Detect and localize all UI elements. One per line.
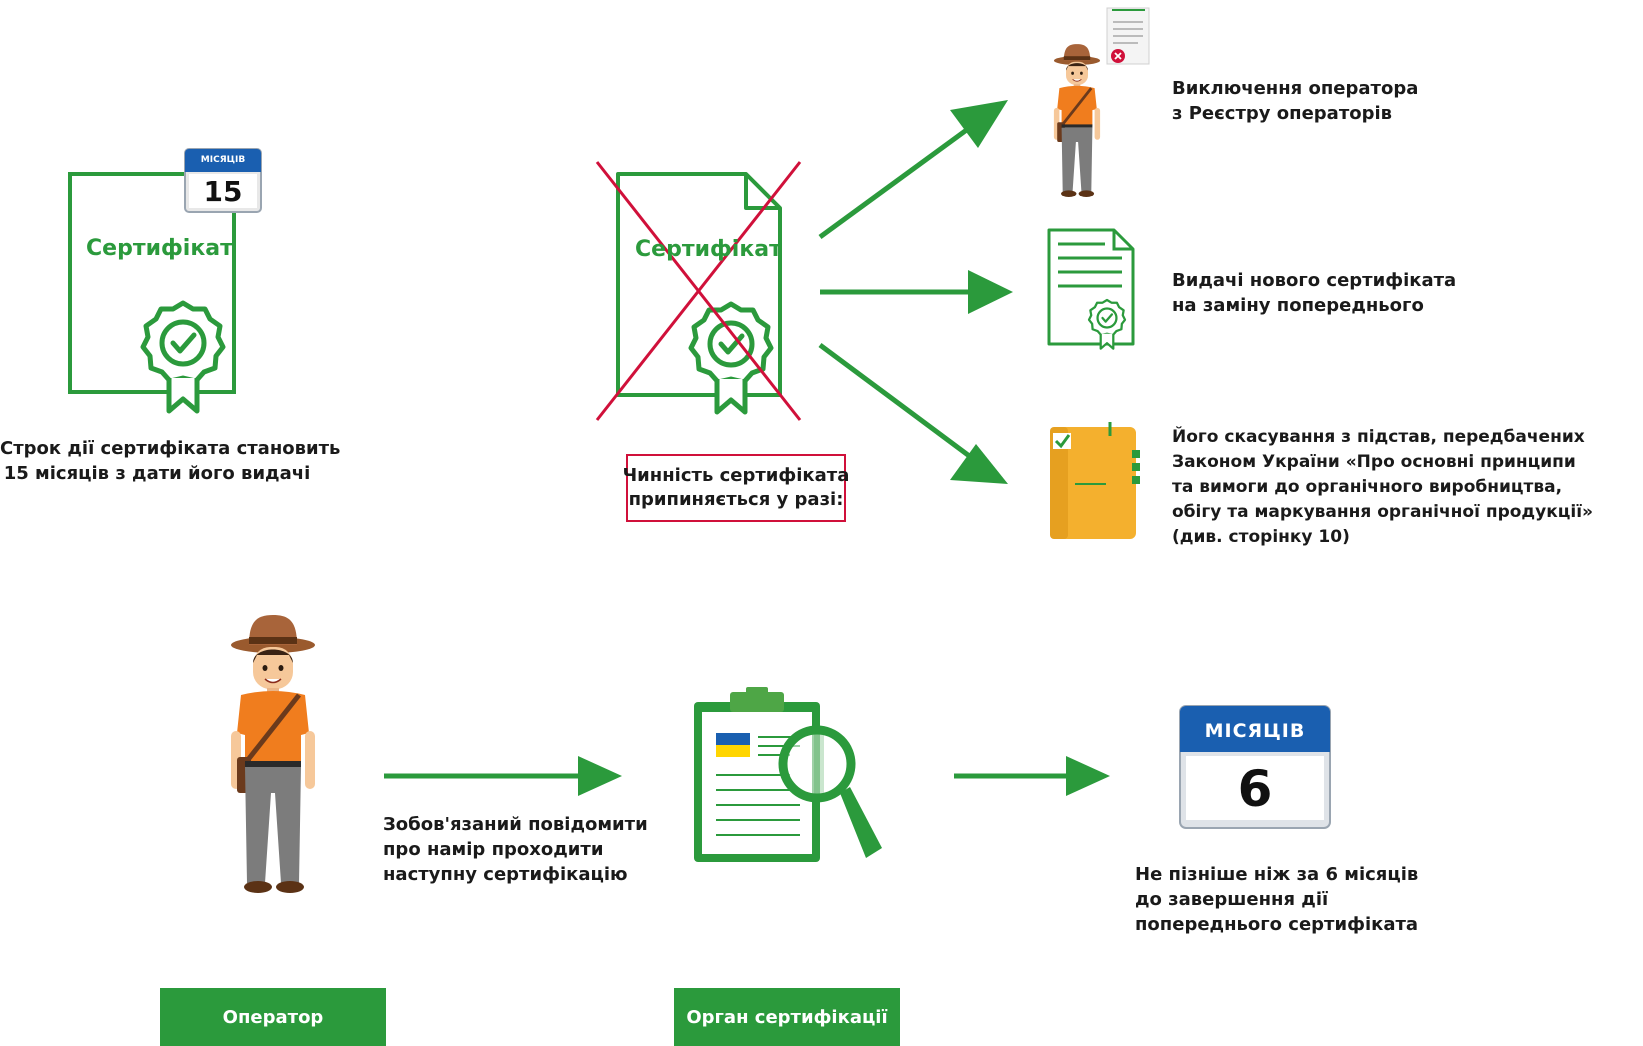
cross-out-lines <box>595 161 802 421</box>
outcome-line: обігу та маркування органічної продукції… <box>1172 502 1594 522</box>
obligation-caption: Зобов'язаний повідомити про намір проход… <box>383 812 648 887</box>
deadline-line: до завершення дії <box>1135 889 1329 910</box>
calendar-header: МІСЯЦІВ <box>200 155 246 165</box>
calendar-icon <box>184 148 262 213</box>
caption-line: 15 місяців з дати його видачі <box>3 463 311 484</box>
outcome-cancellation: Його скасування з підстав, передбачених … <box>1172 425 1593 550</box>
certificate-title: Сертифікат <box>86 236 233 261</box>
certificate-title: Сертифікат <box>635 237 782 262</box>
outcome-line: Його скасування з підстав, передбачених <box>1172 427 1585 447</box>
outcome-line: (див. сторінку 10) <box>1172 527 1350 547</box>
outcome-line: з Реєстру операторів <box>1172 103 1393 124</box>
outcome-exclusion: Виключення оператора з Реєстру операторі… <box>1172 76 1418 126</box>
obligation-line: Зобов'язаний повідомити <box>383 814 648 835</box>
clipboard-magnifier-icon <box>694 687 882 862</box>
termination-line: припиняється у разі: <box>628 489 844 510</box>
arrow-icon <box>818 100 1008 240</box>
arrow-icon <box>954 756 1110 796</box>
deadline-caption: Не пізніше ніж за 6 місяців до завершенн… <box>1135 862 1418 937</box>
certificate-validity-caption: Строк дії сертифіката становить 15 місяц… <box>0 436 341 486</box>
outcome-line: Виключення оператора <box>1172 78 1419 99</box>
outcome-line: на заміну попереднього <box>1172 295 1424 316</box>
obligation-line: про намір проходити <box>383 839 604 860</box>
calendar-number: 15 <box>203 175 243 208</box>
folder-icon <box>1050 422 1140 539</box>
operator-label: Оператор <box>160 988 386 1046</box>
rosette-icon <box>143 303 223 411</box>
calendar-icon <box>1179 705 1331 829</box>
new-certificate-icon <box>1047 228 1135 350</box>
operator-person-icon <box>1052 42 1102 199</box>
ukraine-flag-icon <box>716 733 750 757</box>
calendar-number: 6 <box>1237 760 1273 818</box>
deadline-line: Не пізніше ніж за 6 місяців <box>1135 864 1419 885</box>
deadline-line: попереднього сертифіката <box>1135 914 1419 935</box>
caption-line: Строк дії сертифіката становить <box>0 438 341 459</box>
calendar-header: МІСЯЦІВ <box>1204 720 1306 742</box>
arrow-icon <box>818 342 1008 484</box>
certification-body-label: Орган сертифікації <box>674 988 900 1046</box>
outcome-new-certificate: Видачі нового сертифіката на заміну попе… <box>1172 268 1456 318</box>
arrow-icon <box>820 270 1013 314</box>
termination-line: Чинність сертифіката <box>622 465 850 486</box>
arrow-icon <box>384 756 622 796</box>
outcome-line: Законом України «Про основні принципи <box>1172 452 1576 472</box>
document-rejected-icon <box>1106 7 1150 65</box>
outcome-line: та вимоги до органічного виробництва, <box>1172 477 1563 497</box>
outcome-line: Видачі нового сертифіката <box>1172 270 1457 291</box>
termination-box: Чинність сертифіката припиняється у разі… <box>623 454 849 522</box>
obligation-line: наступну сертифікацію <box>383 864 628 885</box>
operator-person-icon <box>231 615 315 893</box>
